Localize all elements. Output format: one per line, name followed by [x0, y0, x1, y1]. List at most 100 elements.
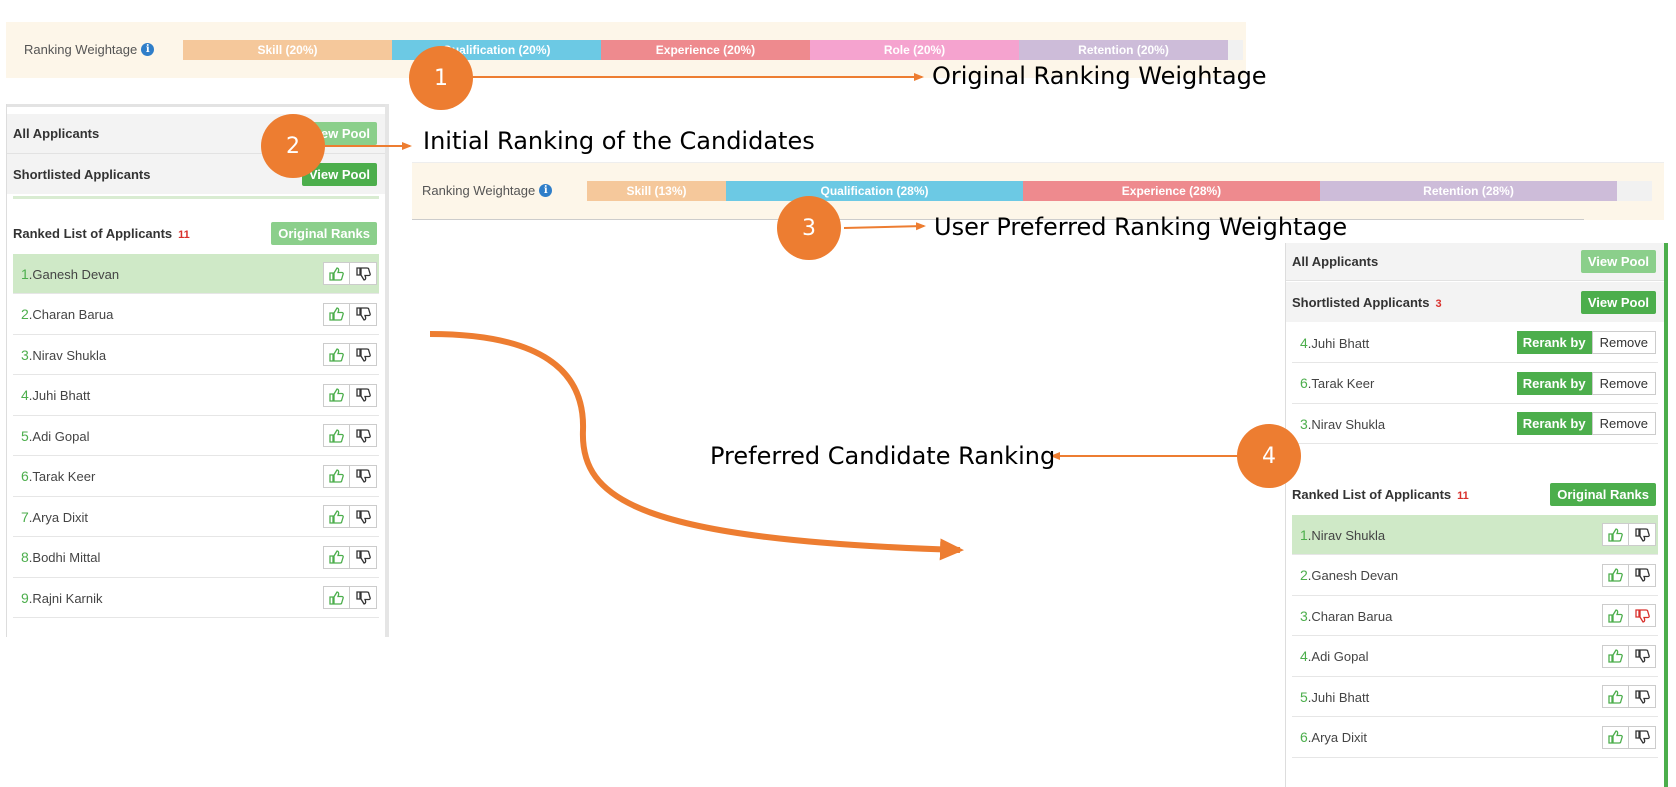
- thumbs-down-icon[interactable]: [350, 545, 377, 569]
- vote-buttons: [1602, 523, 1656, 546]
- thumbs-up-icon[interactable]: [323, 302, 350, 326]
- applicant-name-text: .Tarak Keer: [1307, 376, 1375, 391]
- thumbs-down-icon[interactable]: [1629, 685, 1656, 708]
- thumbs-down-icon[interactable]: [1629, 644, 1656, 668]
- thumbs-down-icon[interactable]: [350, 505, 377, 528]
- segment-skill[interactable]: Skill (20%): [183, 40, 392, 60]
- thumbs-up-icon[interactable]: [323, 505, 350, 528]
- applicant-row[interactable]: 6.Tarak Keer: [13, 456, 379, 497]
- applicant-row[interactable]: 9.Rajni Karnik: [13, 578, 379, 618]
- vote-buttons: [1602, 685, 1656, 708]
- thumbs-up-icon[interactable]: [1602, 725, 1629, 749]
- view-pool-button[interactable]: View Pool: [301, 162, 377, 186]
- thumbs-down-icon[interactable]: [1629, 604, 1656, 627]
- applicant-name[interactable]: 6.Tarak Keer: [1300, 375, 1374, 391]
- segment-skill[interactable]: Skill (13%): [587, 181, 726, 201]
- applicant-name-text: .Nirav Shukla: [1307, 416, 1386, 432]
- thumbs-up-icon[interactable]: [1602, 644, 1629, 668]
- rerank-by-button[interactable]: Rerank by: [1516, 371, 1592, 395]
- thumbs-down-icon[interactable]: [350, 424, 377, 447]
- thumbs-down-icon[interactable]: [350, 383, 377, 407]
- applicant-row[interactable]: 5.Adi Gopal: [13, 416, 379, 456]
- applicant-row[interactable]: 2.Ganesh Devan: [1292, 555, 1658, 596]
- thumbs-up-icon[interactable]: [323, 424, 350, 447]
- applicant-row[interactable]: 6.Arya Dixit: [1292, 717, 1658, 758]
- rank-number: 5: [21, 427, 29, 444]
- segment-retention[interactable]: Retention (28%): [1320, 181, 1617, 201]
- applicant-row[interactable]: 4.Adi Gopal: [1292, 636, 1658, 677]
- thumbs-up-icon[interactable]: [1602, 563, 1629, 587]
- applicant-name[interactable]: 1.Ganesh Devan: [21, 266, 119, 282]
- rank-number: 4: [21, 387, 29, 403]
- thumbs-up-icon[interactable]: [323, 383, 350, 407]
- applicant-name[interactable]: 3.Nirav Shukla: [21, 347, 106, 363]
- applicant-row[interactable]: 2.Charan Barua: [13, 294, 379, 335]
- thumbs-up-icon[interactable]: [323, 586, 350, 609]
- callout-4-circle: 4: [1237, 424, 1301, 488]
- applicant-row[interactable]: 7.Arya Dixit: [13, 497, 379, 537]
- view-pool-button[interactable]: View Pool: [1580, 250, 1656, 273]
- applicant-name[interactable]: 5.Juhi Bhatt: [1300, 689, 1369, 705]
- applicant-name[interactable]: 4.Juhi Bhatt: [1300, 335, 1369, 351]
- rank-number: 3: [1300, 607, 1308, 624]
- applicant-row[interactable]: 5.Juhi Bhatt: [1292, 677, 1658, 717]
- rerank-by-button[interactable]: Rerank by: [1516, 412, 1592, 435]
- applicant-name[interactable]: 6.Tarak Keer: [21, 468, 95, 484]
- applicant-name[interactable]: 4.Adi Gopal: [1300, 648, 1369, 664]
- divider: [7, 104, 385, 107]
- applicant-name-text: .Nirav Shukla: [1307, 527, 1386, 543]
- applicant-row[interactable]: 3.Nirav Shukla: [13, 335, 379, 375]
- thumbs-up-icon[interactable]: [1602, 604, 1629, 627]
- original-ranks-button[interactable]: Original Ranks: [271, 221, 377, 245]
- thumbs-down-icon[interactable]: [350, 586, 377, 609]
- applicant-name-text: .Ganesh Devan: [1307, 568, 1399, 583]
- thumbs-up-icon[interactable]: [1602, 523, 1629, 546]
- applicant-row[interactable]: 1.Ganesh Devan: [13, 254, 379, 294]
- applicant-name[interactable]: 6.Arya Dixit: [1300, 729, 1367, 745]
- applicant-name[interactable]: 3.Nirav Shukla: [1300, 416, 1385, 432]
- applicant-name[interactable]: 5.Adi Gopal: [21, 428, 90, 444]
- weightage-label: Ranking Weightage i: [422, 183, 553, 198]
- applicant-row[interactable]: 3.Charan Barua: [1292, 596, 1658, 636]
- thumbs-up-icon[interactable]: [323, 545, 350, 569]
- thumbs-down-icon[interactable]: [1629, 563, 1656, 587]
- remove-button[interactable]: Remove: [1591, 412, 1656, 435]
- thumbs-down-icon[interactable]: [1629, 523, 1656, 546]
- applicant-name[interactable]: 2.Ganesh Devan: [1300, 567, 1398, 583]
- vote-buttons: [323, 545, 377, 569]
- segment-retention[interactable]: Retention (20%): [1019, 40, 1228, 60]
- rerank-by-button[interactable]: Rerank by: [1516, 331, 1592, 354]
- applicant-name[interactable]: 7.Arya Dixit: [21, 509, 88, 525]
- thumbs-down-icon[interactable]: [350, 302, 377, 326]
- applicant-name[interactable]: 3.Charan Barua: [1300, 608, 1392, 624]
- applicant-row[interactable]: 4.Juhi Bhatt: [13, 375, 379, 416]
- applicant-name[interactable]: 1.Nirav Shukla: [1300, 527, 1385, 543]
- applicant-row[interactable]: 1.Nirav Shukla: [1292, 515, 1658, 555]
- thumbs-up-icon[interactable]: [323, 262, 350, 285]
- applicant-name[interactable]: 8.Bodhi Mittal: [21, 549, 100, 565]
- original-ranks-button[interactable]: Original Ranks: [1550, 482, 1656, 506]
- remove-button[interactable]: Remove: [1591, 331, 1656, 354]
- segment-experience[interactable]: Experience (28%): [1023, 181, 1320, 201]
- thumbs-up-icon[interactable]: [323, 343, 350, 366]
- applicant-name[interactable]: 9.Rajni Karnik: [21, 590, 103, 606]
- applicant-name[interactable]: 4.Juhi Bhatt: [21, 387, 90, 403]
- info-icon[interactable]: i: [141, 43, 155, 56]
- view-pool-button[interactable]: View Pool: [1580, 290, 1656, 314]
- thumbs-down-icon[interactable]: [350, 464, 377, 488]
- applicant-name[interactable]: 2.Charan Barua: [21, 306, 113, 322]
- remove-button[interactable]: Remove: [1591, 371, 1656, 395]
- thumbs-down-icon[interactable]: [350, 262, 377, 285]
- thumbs-up-icon[interactable]: [323, 464, 350, 488]
- applicant-row[interactable]: 8.Bodhi Mittal: [13, 537, 379, 578]
- info-icon[interactable]: i: [539, 184, 553, 197]
- segment-role[interactable]: Role (20%): [810, 40, 1019, 60]
- thumbs-up-icon[interactable]: [1602, 685, 1629, 708]
- thumbs-down-icon[interactable]: [1629, 725, 1656, 749]
- thumbs-down-icon[interactable]: [350, 343, 377, 366]
- segment-experience[interactable]: Experience (20%): [601, 40, 810, 60]
